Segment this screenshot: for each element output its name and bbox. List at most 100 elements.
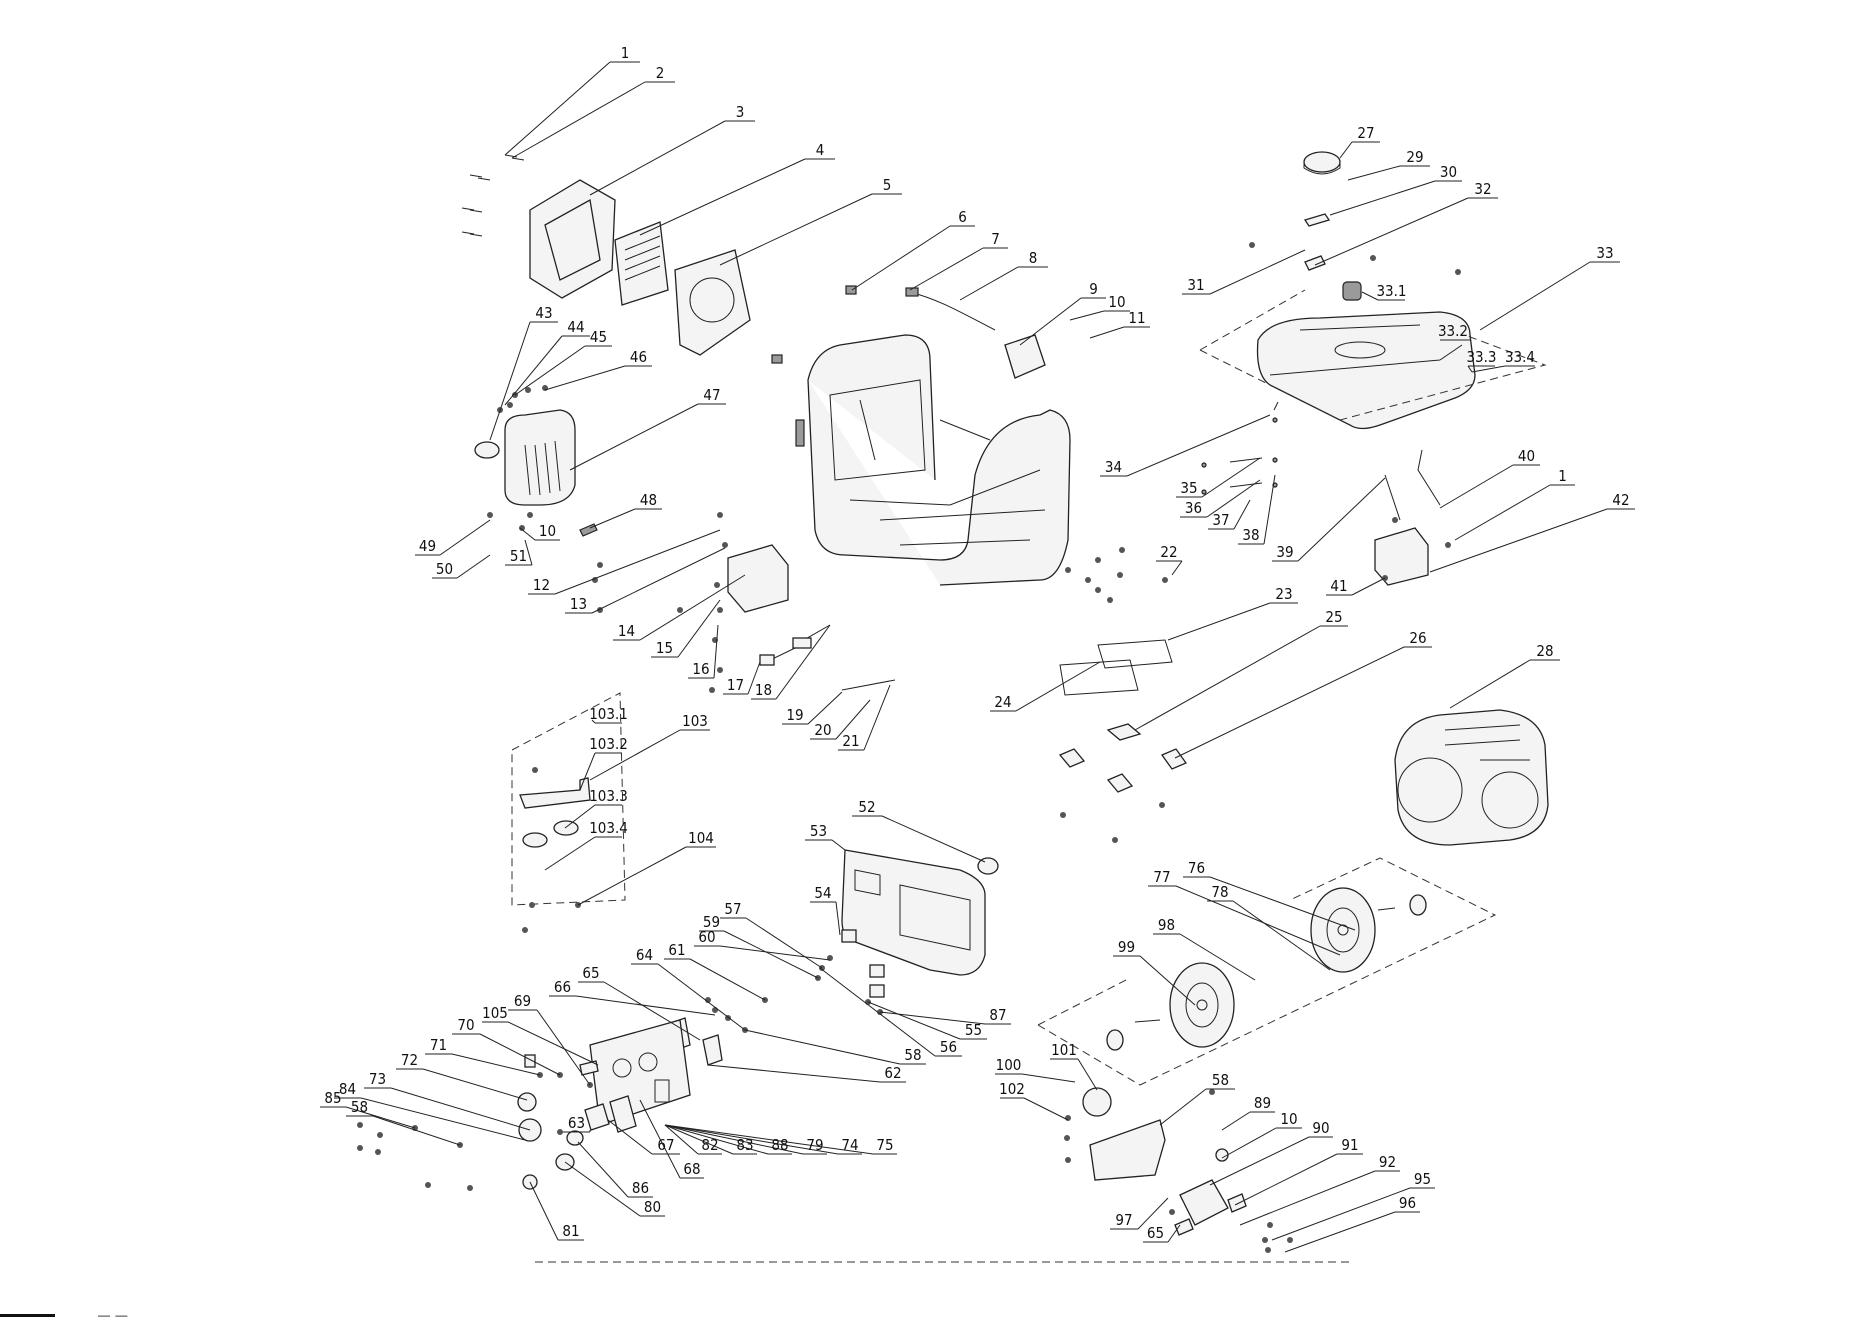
callout-label: 65 [1147,1224,1164,1242]
callout-leader-line [536,1009,591,1086]
screw-set-top-left [461,154,525,237]
callout-label: 58 [1212,1071,1229,1089]
callout-label: 40 [1518,447,1535,465]
callout-label: 91 [1341,1136,1358,1154]
callout-label: 55 [965,1021,982,1039]
callout-leader-line [479,1033,561,1076]
callout-label: 4 [816,141,825,159]
callout-label: 105 [482,1004,508,1022]
callout-label: 52 [858,798,875,816]
callout-leader-line [851,225,951,291]
callout-leader-line [1089,326,1125,339]
callout-leader-line [1347,165,1401,181]
callout-leader-line [1314,197,1469,266]
callout-label: 36 [1185,499,1202,517]
callout-leader-line [1019,297,1082,346]
callout-label: 78 [1211,883,1228,901]
callout-label: 12 [533,576,550,594]
callout-leader-line [1233,499,1251,530]
callout-label: 87 [989,1006,1006,1024]
callout-leader-line [863,684,891,751]
callout-leader-line [1329,180,1436,216]
callout-leader-line [1077,1058,1098,1091]
callout-label: 2 [656,64,665,82]
callout-label: 10 [1108,293,1125,311]
callout-label: 77 [1153,868,1170,886]
callout-label: 103.4 [589,819,628,837]
callout-leader-line [1263,474,1276,545]
callout-label: 60 [698,928,715,946]
callout-leader-line [607,1119,653,1155]
callout-label: 23 [1275,585,1292,603]
callout-leader-line [1021,1073,1076,1083]
callout-leader-line [1206,479,1261,518]
callout-label: 28 [1536,642,1553,660]
callout-label: 20 [814,721,831,739]
callout-label: 90 [1312,1119,1329,1137]
callout-label: 42 [1612,491,1629,509]
callout-label: 33 [1596,244,1613,262]
callout-label: 5 [883,176,892,194]
callout-label: 19 [786,706,803,724]
battery-part [727,544,789,613]
callout-label: 14 [618,622,635,640]
callout-leader-line [1159,1088,1207,1126]
control-box-part [841,849,986,976]
callout-leader-line [1167,1224,1181,1243]
callout-leader-line [639,158,806,236]
bracket-part [519,777,591,809]
callout-label: 66 [554,978,571,996]
wheel-part [1169,887,1376,1048]
callout-leader-line [807,691,843,725]
fuel-cap-part [1303,151,1341,173]
callout-leader-line [456,554,491,579]
callout-label: 69 [514,992,531,1010]
callout-leader-line [1139,955,1196,1006]
callout-leader-line [564,1161,641,1217]
callout-label: 44 [567,318,584,336]
callout-label: 8 [1029,249,1038,267]
callout-label: 54 [814,884,831,902]
callout-label: 72 [401,1051,418,1069]
callout-label: 1 [621,44,630,62]
callout-label: 71 [430,1036,447,1054]
callout-leader-line [591,719,596,724]
end-cover-part [674,249,751,356]
gauge-part [1082,1087,1112,1117]
callout-leader-line [1015,661,1101,712]
callout-label: 49 [419,537,436,555]
callout-label: 6 [958,208,967,226]
callout-leader-line [1234,1153,1338,1206]
callout-leader-line [1232,900,1331,971]
callout-label: 32 [1474,180,1491,198]
callout-leader-line [1209,1136,1310,1186]
callout-label: 98 [1158,916,1175,934]
callout-label: 30 [1440,163,1457,181]
frame-part [795,334,1071,586]
callout-leader-line [1069,310,1105,321]
callout-leader-line [1221,1111,1251,1131]
callout-leader-line [579,752,596,791]
callout-label: 25 [1325,608,1342,626]
callout-label: 22 [1160,543,1177,561]
callout-leader-line [1174,646,1405,759]
callout-leader-line [524,539,533,566]
footer: — — [0,1308,260,1324]
footer-text: — — [98,1308,129,1322]
part-drawings [357,151,1549,1263]
callout-leader-line [1439,464,1514,509]
callout-label: 51 [510,547,527,565]
callout-leader-line [657,963,746,1031]
callout-leader-line [577,1141,629,1198]
regulator-part [1004,334,1046,379]
callout-label: 33.3 [1466,348,1496,366]
callout-leader-line [775,624,831,700]
callout-label: 82 [701,1136,718,1154]
callout-label: 103.1 [589,705,628,723]
callout-label: 79 [806,1136,823,1154]
callout-label: 13 [570,595,587,613]
callout-label: 85 [324,1089,341,1107]
callout-leader-line [639,1099,681,1179]
callout-leader-line [422,1068,528,1101]
callout-label: 11 [1128,309,1145,327]
